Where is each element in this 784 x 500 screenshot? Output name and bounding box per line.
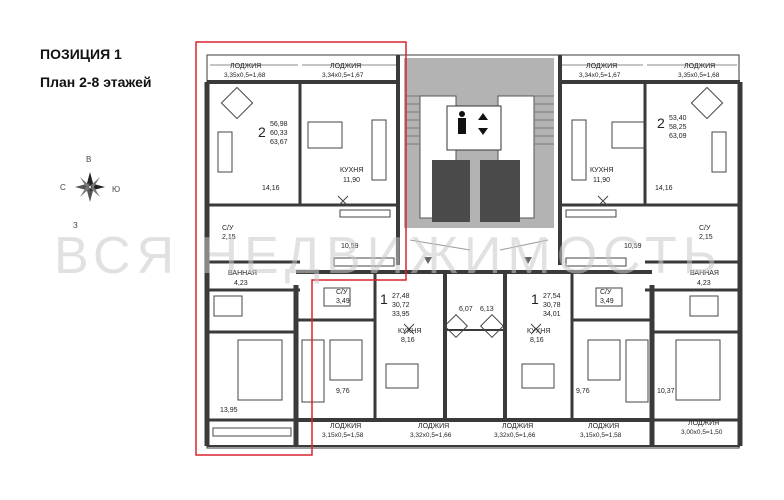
apt-right-area-3: 63,09 <box>669 133 687 140</box>
su-c1-area: 3,49 <box>336 298 350 305</box>
bath-left-area: 4,23 <box>234 280 248 287</box>
apt-c1-area-1: 27,48 <box>392 293 410 300</box>
hall-right-area: 10,59 <box>624 243 642 250</box>
living-right-area: 14,16 <box>655 185 673 192</box>
apt-left-area-3: 63,67 <box>270 139 288 146</box>
su-left-area: 2,15 <box>222 234 236 241</box>
su-c2-label: С/У <box>600 289 612 296</box>
apt-left-num: 2 <box>258 124 266 140</box>
su-left-label: С/У <box>222 225 234 232</box>
apt-c1-num: 1 <box>380 291 388 307</box>
loggia-h-label: ЛОДЖИЯ <box>588 423 619 430</box>
building-outline <box>204 54 743 449</box>
su-right-label: С/У <box>699 225 711 232</box>
room-c1-area: 9,76 <box>336 388 350 395</box>
bed-right-area: 10,37 <box>657 388 675 395</box>
loggia-d-dim: 3,35x0,5=1,68 <box>678 72 720 79</box>
apt-left-area-1: 56,98 <box>270 121 288 128</box>
loggia-h-dim: 3,15x0,5=1,58 <box>580 432 622 439</box>
highlighted-apartment <box>195 41 407 456</box>
su-c2-area: 3,49 <box>600 298 614 305</box>
bed-left-area: 13,95 <box>220 407 238 414</box>
apt-right-num: 2 <box>657 115 665 131</box>
loggia-g-label: ЛОДЖИЯ <box>502 423 533 430</box>
stairwell <box>404 58 554 264</box>
apt-c2-num: 1 <box>531 291 539 307</box>
hall-c1-area: 6,07 <box>459 306 473 313</box>
apt-c2-area-3: 34,01 <box>543 311 561 318</box>
bath-left-label: ВАННАЯ <box>228 270 257 277</box>
floors-title: План 2-8 этажей <box>40 74 152 90</box>
position-title: ПОЗИЦИЯ 1 <box>40 46 122 62</box>
compass-n: В <box>86 155 91 164</box>
loggia-d-label: ЛОДЖИЯ <box>684 63 715 70</box>
loggia-a-label: ЛОДЖИЯ <box>230 63 261 70</box>
bath-right-area: 4,23 <box>697 280 711 287</box>
kitchen-c2-area: 8,16 <box>530 337 544 344</box>
room-c2-area: 9,76 <box>576 388 590 395</box>
compass-w: С <box>60 183 66 192</box>
hall-c2-area: 6,13 <box>480 306 494 313</box>
apt-right-area-2: 58,25 <box>669 124 687 131</box>
kitchen-c1-area: 8,16 <box>401 337 415 344</box>
loggia-f-dim: 3,32x0,5=1,66 <box>410 432 452 439</box>
loggia-b-dim: 3,34x0,5=1,67 <box>322 72 364 79</box>
loggia-f-label: ЛОДЖИЯ <box>418 423 449 430</box>
apt-right-area-1: 53,40 <box>669 115 687 122</box>
kitchen-left-area: 11,90 <box>343 177 360 184</box>
kitchen-right-area: 11,90 <box>593 177 610 184</box>
loggia-c-label: ЛОДЖИЯ <box>586 63 617 70</box>
bath-right-label: ВАННАЯ <box>690 270 719 277</box>
kitchen-left-label: КУХНЯ <box>340 167 363 174</box>
loggia-br-dim: 3,00x0,5=1,50 <box>681 429 723 436</box>
su-c1-label: С/У <box>336 289 348 296</box>
kitchen-c2-label: КУХНЯ <box>527 328 550 335</box>
apt-left-area-2: 60,33 <box>270 130 288 137</box>
loggia-c-dim: 3,34x0,5=1,67 <box>579 72 621 79</box>
apt-c1-area-2: 30,72 <box>392 302 410 309</box>
compass-icon <box>75 172 105 202</box>
apt-c2-area-2: 30,78 <box>543 302 561 309</box>
room-labels: ЛОДЖИЯ 3,35x0,5=1,68 ЛОДЖИЯ 3,34x0,5=1,6… <box>220 63 723 439</box>
apt-c2-area-1: 27,54 <box>543 293 561 300</box>
loggia-g-dim: 3,32x0,5=1,66 <box>494 432 536 439</box>
compass-s: З <box>73 221 78 230</box>
watermark: ВСЯ НЕДВИЖИМОСТЬ <box>54 227 723 285</box>
loggia-e-label: ЛОДЖИЯ <box>330 423 361 430</box>
compass-e: Ю <box>112 185 120 194</box>
loggia-a-dim: 3,35x0,5=1,68 <box>224 72 266 79</box>
apt-c1-area-3: 33,95 <box>392 311 410 318</box>
loggia-hatches <box>210 64 737 437</box>
loggia-br-label: ЛОДЖИЯ <box>688 420 719 427</box>
loggia-b-label: ЛОДЖИЯ <box>330 63 361 70</box>
loggia-e-dim: 3,15x0,5=1,58 <box>322 432 364 439</box>
kitchen-c1-label: КУХНЯ <box>398 328 421 335</box>
su-right-area: 2,15 <box>699 234 713 241</box>
living-left-area: 14,16 <box>262 185 280 192</box>
furniture <box>213 86 727 403</box>
kitchen-right-label: КУХНЯ <box>590 167 613 174</box>
hall-left-area: 10,59 <box>341 243 359 250</box>
